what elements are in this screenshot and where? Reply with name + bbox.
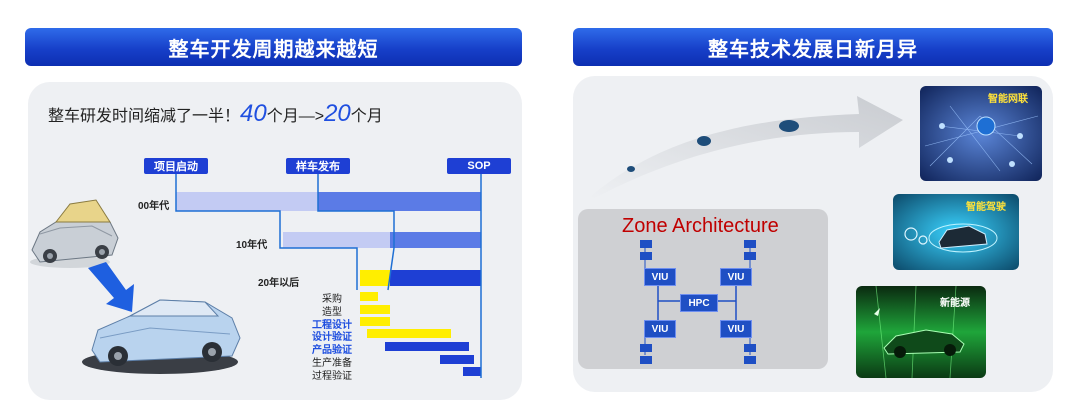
- progress-dot-small: [627, 166, 635, 172]
- headline: 整车研发时间缩减了一半！40个月—>20个月: [48, 100, 383, 128]
- headline-to: 20: [324, 100, 351, 127]
- ecu-square: [744, 344, 756, 352]
- evolution-arrow: [88, 262, 134, 312]
- right-header: 整车技术发展日新月异: [573, 28, 1053, 66]
- phase-bar-process-verify: [463, 367, 481, 376]
- hpc-chip: HPC: [680, 294, 718, 312]
- headline-unit1: 个月—>: [266, 108, 325, 125]
- right-header-title: 整车技术发展日新月异: [708, 38, 918, 61]
- phase-bar-eng-design: [360, 317, 390, 326]
- era-20s: 20年以后: [258, 278, 300, 289]
- headline-from: 40: [240, 100, 267, 127]
- phase-bar-procurement: [360, 292, 378, 301]
- bar-10s-light: [283, 232, 390, 248]
- guide-project-start: [175, 174, 358, 290]
- bar-00s-dark: [318, 192, 481, 211]
- bar-00s-light: [176, 192, 318, 211]
- zone-architecture-diagram: [644, 245, 751, 355]
- milestone-project-start: 项目启动: [144, 158, 208, 174]
- ecu-square: [640, 344, 652, 352]
- new-energy-image: [856, 286, 986, 378]
- progress-dot-large: [779, 120, 799, 132]
- zone-architecture-box: [578, 209, 828, 369]
- autonomous-driving-image: [893, 194, 1019, 270]
- ecu-square: [640, 356, 652, 364]
- milestone-sop: SOP: [447, 158, 511, 174]
- phase-bar-prod-prep: [440, 355, 474, 364]
- thumb-autonomous: [893, 194, 1019, 270]
- milestone-prototype-release: 样车发布: [286, 158, 350, 174]
- ecu-square: [744, 252, 756, 260]
- viu-bottom-left: VIU: [644, 320, 676, 338]
- old-car-illustration: [30, 199, 119, 268]
- era-00s: 00年代: [138, 201, 170, 212]
- thumb-new-energy-label: 新能源: [940, 298, 970, 309]
- thumb-connected: [920, 86, 1042, 181]
- thumb-autonomous-label: 智能驾驶: [966, 202, 1006, 213]
- ecu-square: [744, 356, 756, 364]
- modern-car-illustration: [82, 299, 241, 374]
- bar-20s-yellow: [360, 270, 390, 286]
- headline-prefix: 整车研发时间缩减了一半！: [48, 108, 241, 125]
- thumb-new-energy: [856, 286, 986, 378]
- phase-process-verify: 过程验证: [312, 371, 352, 382]
- phase-procurement: 采购: [322, 294, 342, 305]
- phase-bar-styling: [360, 305, 390, 314]
- zone-architecture-title: Zone Architecture: [622, 215, 779, 237]
- era-10s: 10年代: [236, 240, 268, 251]
- bar-20s-dark: [390, 270, 481, 286]
- thumb-connected-label: 智能网联: [988, 94, 1028, 105]
- phase-eng-design: 工程设计: [312, 320, 352, 331]
- viu-top-left: VIU: [644, 268, 676, 286]
- phase-bar-design-verify: [367, 329, 451, 338]
- progress-dot-mid: [697, 136, 711, 146]
- phase-design-verify: 设计验证: [312, 332, 352, 343]
- phase-bar-product-verify: [385, 342, 469, 351]
- bar-10s-dark: [390, 232, 481, 248]
- viu-bottom-right: VIU: [720, 320, 752, 338]
- headline-unit2: 个月: [350, 108, 383, 125]
- left-header: 整车开发周期越来越短: [25, 28, 522, 66]
- ecu-square: [640, 252, 652, 260]
- timeline-chart: [30, 174, 482, 378]
- phase-product-verify: 产品验证: [312, 345, 352, 356]
- phase-prod-prep: 生产准备: [312, 358, 352, 369]
- viu-top-right: VIU: [720, 268, 752, 286]
- guide-prototype: [317, 174, 395, 291]
- ecu-square: [744, 240, 756, 248]
- ecu-square: [640, 240, 652, 248]
- left-header-title: 整车开发周期越来越短: [168, 38, 379, 61]
- connected-network-image: [920, 86, 1042, 181]
- phase-styling: 造型: [322, 307, 342, 318]
- growth-arrow: [591, 96, 903, 200]
